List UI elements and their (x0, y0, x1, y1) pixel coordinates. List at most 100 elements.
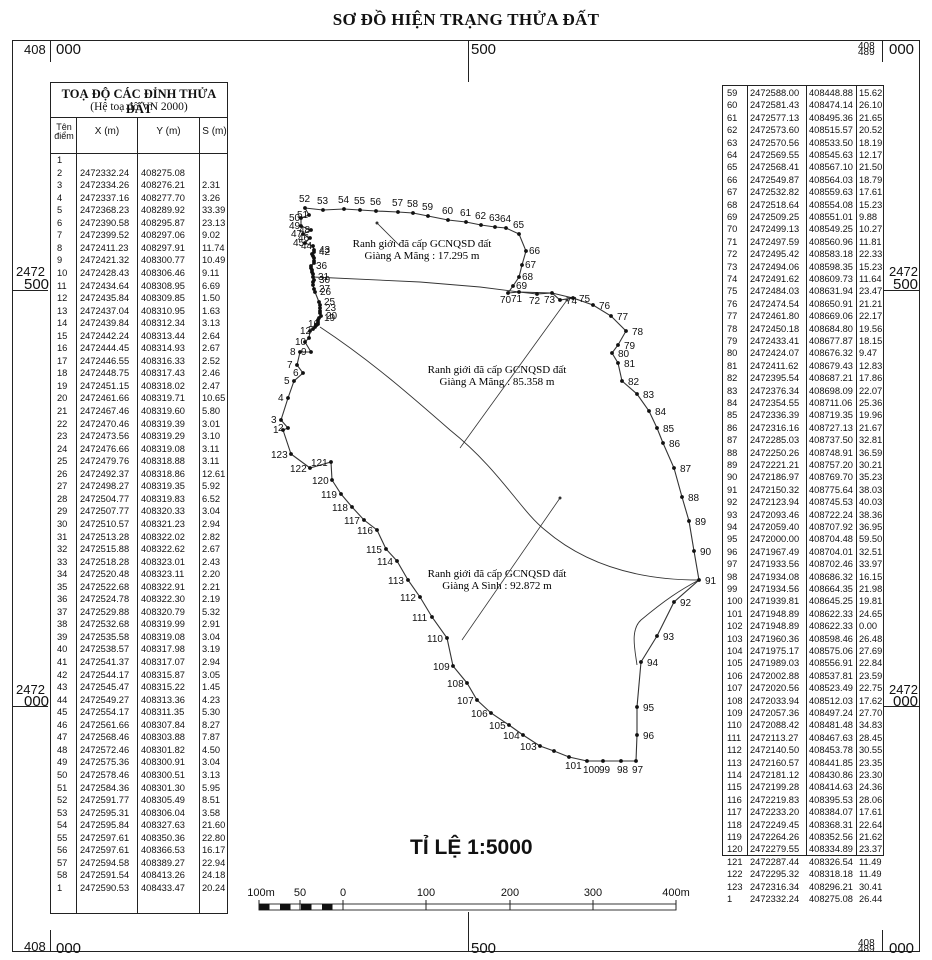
table-cell: 2472088.42 (750, 720, 800, 731)
table-cell: 2472390.58 (80, 217, 130, 228)
vertex-label: 26 (320, 287, 332, 298)
table-cell: 408523.49 (809, 683, 853, 694)
frame-label-right-lower-a: 2472 (889, 682, 918, 697)
table-cell: 2472549.87 (750, 174, 800, 185)
vertex-point (350, 505, 354, 509)
table-cell: 3.26 (202, 192, 221, 203)
table-cell: 408297.06 (141, 230, 185, 241)
annotation-arrowhead (565, 298, 569, 302)
vertex-point (571, 296, 575, 300)
table-cell: 408719.35 (809, 410, 853, 421)
table-cell: 62 (727, 125, 738, 136)
vertex-label: 7 (287, 360, 293, 371)
vertex-point (375, 528, 379, 532)
vertex-point (286, 426, 290, 430)
table-cell: 9.11 (202, 267, 220, 278)
annotation-line1: Ranh giới đã cấp GCNQSD đất (353, 238, 492, 250)
vertex-point (330, 478, 334, 482)
table-cell: 408664.35 (809, 584, 853, 594)
vertex-point (517, 290, 521, 294)
table-cell: 2472591.54 (80, 870, 130, 881)
table-cell: 41 (57, 657, 68, 667)
table-cell: 2471948.89 (750, 621, 800, 632)
vertex-point (308, 329, 312, 333)
table-cell: 408775.64 (809, 484, 853, 495)
table-cell: 44 (57, 694, 68, 705)
table-cell: 408306.04 (141, 807, 185, 818)
vertex-point (342, 207, 346, 211)
coordinate-table-left: TOẠ ĐỘ CÁC ĐỈNH THỬA ĐẤT (Hệ toạ độ VN 2… (50, 82, 228, 914)
table-cell: 408551.01 (809, 212, 853, 222)
table-cell: 48 (57, 744, 68, 755)
vertex-point (321, 208, 325, 212)
table-cell: 408413.26 (141, 870, 185, 881)
vertex-label: 86 (669, 439, 681, 450)
table-cell: 408622.33 (809, 608, 853, 619)
vertex-point (655, 634, 659, 638)
table-cell: 5.32 (202, 606, 221, 617)
vertex-label: 50 (289, 213, 301, 224)
vertex-point (517, 275, 521, 279)
table-cell: 408702.46 (809, 559, 853, 570)
table-cell: 4.50 (202, 744, 221, 755)
table-cell: 118 (727, 819, 742, 830)
table-cell: 3.04 (202, 506, 221, 517)
vertex-label: 25 (324, 297, 336, 308)
vertex-point (411, 211, 415, 215)
table-cell: 2472467.46 (80, 406, 130, 416)
frame-label-left-lower-a: 2472 (16, 682, 45, 697)
vertex-label: 118 (332, 503, 348, 514)
table-cell: 2472123.94 (750, 497, 800, 508)
scale-bar-label: 100m (247, 887, 275, 899)
table-cell: 2472520.48 (80, 569, 130, 580)
vertex-point (493, 225, 497, 229)
table-cell: 2472473.56 (80, 431, 130, 442)
table-cell: 2471934.08 (750, 571, 800, 582)
table-cell: 95 (727, 534, 738, 545)
table-cell: 408312.34 (141, 318, 185, 329)
vertex-point (524, 249, 528, 253)
table-cell: 47 (57, 732, 68, 743)
table-cell: 26.44 (859, 894, 883, 904)
table-cell: 2472033.94 (750, 695, 800, 706)
table-cell: 121 (727, 856, 743, 867)
scale-bar-label: 50 (294, 887, 306, 899)
table-cell: 2472395.54 (750, 373, 800, 384)
table-cell: 14 (57, 318, 68, 329)
table-cell: 11.81 (859, 236, 882, 247)
vertex-label: 30 (319, 275, 331, 286)
neighbour-boundary-east (319, 326, 700, 581)
table-cell: 0.00 (859, 621, 878, 632)
table-cell: 105 (727, 658, 743, 669)
table-cell: 408301.30 (141, 782, 185, 793)
table-cell: 34 (57, 569, 68, 580)
table-cell: 408300.51 (141, 769, 185, 780)
table-cell: 408309.85 (141, 293, 185, 304)
table-cell: 2472494.06 (750, 261, 800, 272)
vertex-point (655, 426, 659, 430)
vertex-point (303, 241, 307, 245)
table-cell: 2472504.77 (80, 493, 130, 504)
table-cell: 2472160.57 (750, 757, 800, 768)
vertex-point (680, 495, 684, 499)
table-cell: 408300.77 (141, 255, 185, 266)
table-cell: 408319.39 (141, 418, 185, 429)
table-cell: 104 (727, 646, 743, 656)
table-cell: 117 (727, 807, 742, 818)
vertex-point (610, 351, 614, 355)
table-cell: 2.19 (202, 594, 221, 605)
table-cell: 408319.83 (141, 493, 185, 504)
table-cell: 61 (727, 112, 738, 123)
table-cell: 408567.10 (809, 162, 853, 173)
vertex-point (309, 228, 313, 232)
table-cell: 4.23 (202, 694, 221, 705)
vertex-point (609, 314, 613, 318)
vertex-point (312, 248, 316, 252)
frame-label-bottom-mid: 500 (471, 940, 497, 957)
table-cell: 10.65 (202, 393, 226, 404)
table-cell: 51 (57, 782, 68, 793)
vertex-label: 12 (300, 326, 312, 337)
table-cell: 2472597.61 (80, 845, 130, 856)
table-cell: 408320.79 (141, 606, 185, 617)
